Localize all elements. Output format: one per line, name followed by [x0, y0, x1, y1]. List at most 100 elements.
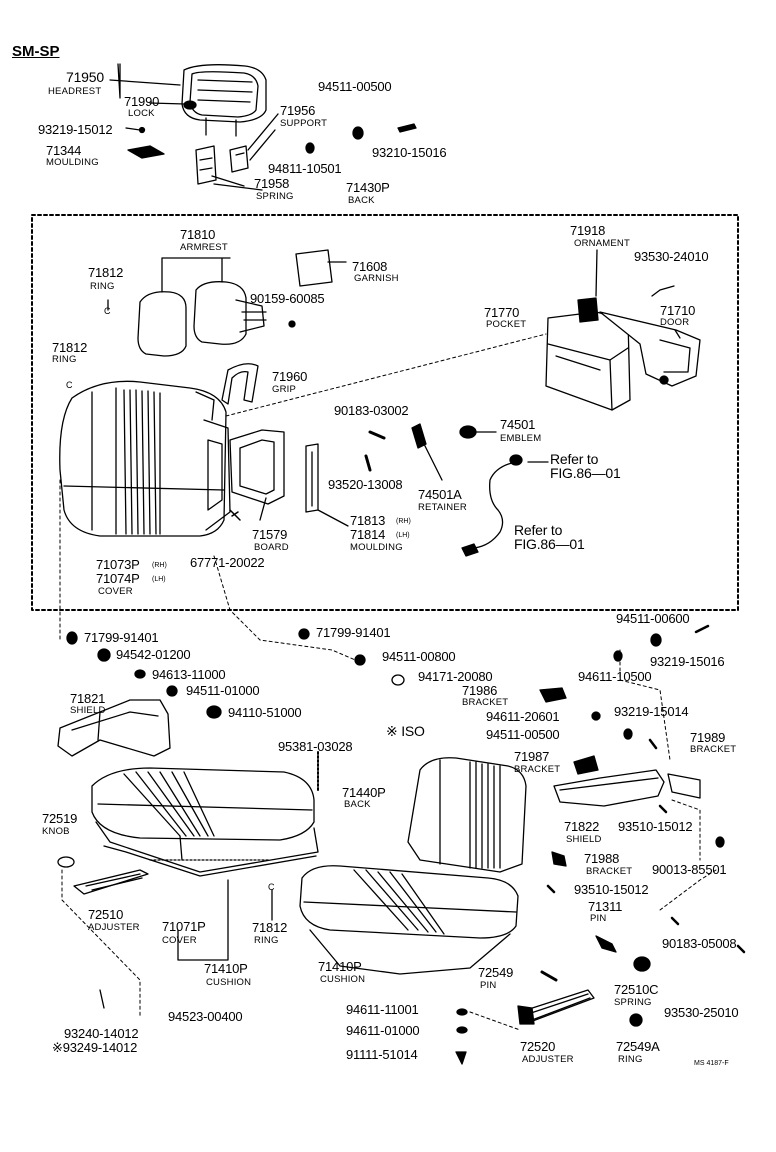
label-71073P: 71073P [96, 557, 140, 572]
label-94523-00400: 94523-00400 [168, 1009, 243, 1024]
small-hardware [66, 628, 725, 848]
label-71814: 71814 [350, 527, 386, 542]
side-rh-71073P: (RH) [152, 562, 167, 569]
name-cushion-b: CUSHION [320, 974, 366, 985]
label-72510C: 72510C [614, 982, 659, 997]
label-94542-01200: 94542-01200 [116, 647, 191, 662]
side-rh-71813: (RH) [396, 518, 411, 525]
name-grip: GRIP [272, 384, 297, 395]
bolt-93210-drawing [397, 123, 417, 133]
label-72510: 72510 [88, 907, 124, 922]
label-94611-01000: 94611-01000 [346, 1023, 420, 1038]
adjuster-72520-drawing [517, 989, 595, 1025]
pin-72549-drawing [540, 970, 558, 982]
name-cover-71074P: COVER [98, 586, 133, 597]
name-back-71430P: BACK [348, 195, 375, 206]
label-93510-15012-b: 93510-15012 [574, 882, 649, 897]
label-72520: 72520 [520, 1039, 556, 1054]
ornament-drawing [577, 297, 599, 323]
adjuster-72510-drawing [57, 856, 149, 895]
iso-back-drawing [407, 757, 527, 873]
label-93520-13008: 93520-13008 [328, 477, 403, 492]
label-71799-91401-a: 71799-91401 [84, 630, 159, 645]
headrest-support-drawing [195, 145, 249, 185]
headrest-moulding-drawing [127, 145, 165, 159]
label-93240-14012: 93240-14012 [64, 1026, 139, 1041]
svg-text:C: C [66, 380, 73, 390]
emblem-drawing [459, 425, 497, 439]
label-71410P-a: 71410P [204, 961, 248, 976]
label-93219-15012: 93219-15012 [38, 122, 113, 137]
label-93530-25010: 93530-25010 [664, 1005, 739, 1020]
name-headrest: HEADREST [48, 86, 102, 97]
label-67771-20022: 67771-20022 [190, 555, 265, 570]
wire-harness-drawing [461, 454, 549, 557]
label-74501: 74501 [500, 417, 536, 432]
label-71770: 71770 [484, 305, 520, 320]
back-assembly-frame [31, 214, 739, 611]
label-90183-03002: 90183-03002 [334, 403, 409, 418]
label-90013-85501: 90013-85501 [652, 862, 727, 877]
label-71440P: 71440P [342, 785, 386, 800]
name-bracket-71988: BRACKET [586, 866, 633, 877]
seat-back-cover-drawing [59, 380, 231, 537]
name-back-71440P: BACK [344, 799, 371, 810]
name-bracket-71989: BRACKET [690, 744, 737, 755]
label-94171-20080: 94171-20080 [418, 669, 493, 684]
label-71956: 71956 [280, 103, 316, 118]
name-board: BOARD [254, 542, 289, 553]
spring-72510C-drawing [633, 956, 651, 972]
label-71958: 71958 [254, 176, 290, 191]
label-71812-a: 71812 [88, 265, 124, 280]
bracket-71987-drawing [573, 755, 599, 775]
name-knob: KNOB [42, 826, 70, 837]
name-lock: LOCK [128, 108, 155, 119]
name-armrest: ARMREST [180, 242, 228, 253]
label-71074P: 71074P [96, 571, 140, 586]
label-71986: 71986 [462, 683, 498, 698]
label-refer-to-1: Refer to [550, 451, 599, 467]
name-ring-c: RING [254, 935, 279, 946]
name-adjuster-72520: ADJUSTER [522, 1054, 574, 1065]
label-71987: 71987 [514, 749, 550, 764]
label-94611-11001: 94611-11001 [346, 1002, 419, 1017]
bracket-71986-drawing [539, 687, 567, 703]
label-90159-60085: 90159-60085 [250, 291, 325, 306]
bolts-right [546, 624, 746, 954]
name-ring-b: RING [52, 354, 77, 365]
label-fig-86-01-b: FIG.86—01 [514, 536, 585, 552]
retainer-drawing [411, 423, 443, 481]
name-ornament: ORNAMENT [574, 238, 630, 249]
name-spring-72510C: SPRING [614, 997, 652, 1008]
name-cushion-a: CUSHION [206, 977, 252, 988]
label-94511-00500-top: 94511-00500 [318, 79, 392, 94]
cushion-cover-drawing [91, 767, 315, 861]
name-ring-72549A: RING [618, 1054, 643, 1065]
shield-71822-drawing [553, 769, 665, 807]
label-71812-b: 71812 [52, 340, 88, 355]
label-71918: 71918 [570, 223, 606, 238]
grip-drawing [221, 363, 259, 405]
label-71812-c: 71812 [252, 920, 288, 935]
svg-text:C: C [268, 882, 275, 892]
model-heading: SM-SP [12, 43, 60, 60]
label-71344: 71344 [46, 143, 82, 158]
label-91111-51014: 91111-51014 [346, 1047, 418, 1062]
label-74501A: 74501A [418, 487, 462, 502]
label-72549A: 72549A [616, 1039, 660, 1054]
name-retainer: RETAINER [418, 502, 467, 513]
bracket-71989-drawing [667, 773, 701, 799]
label-fig-86-01-a: FIG.86—01 [550, 465, 621, 481]
back-connection-lines [59, 333, 671, 761]
name-door: DOOR [660, 317, 690, 328]
name-pin-71311: PIN [590, 913, 607, 924]
label-71989: 71989 [690, 730, 726, 745]
screw-67771-drawing [229, 509, 241, 521]
board-drawing [229, 429, 285, 521]
figure-code: MS 4187-F [694, 1060, 729, 1067]
iso-cushion-drawing [299, 865, 519, 975]
name-pocket: POCKET [486, 319, 527, 330]
side-lh-71074P: (LH) [152, 576, 166, 583]
label-94511-01000: 94511-01000 [186, 683, 260, 698]
